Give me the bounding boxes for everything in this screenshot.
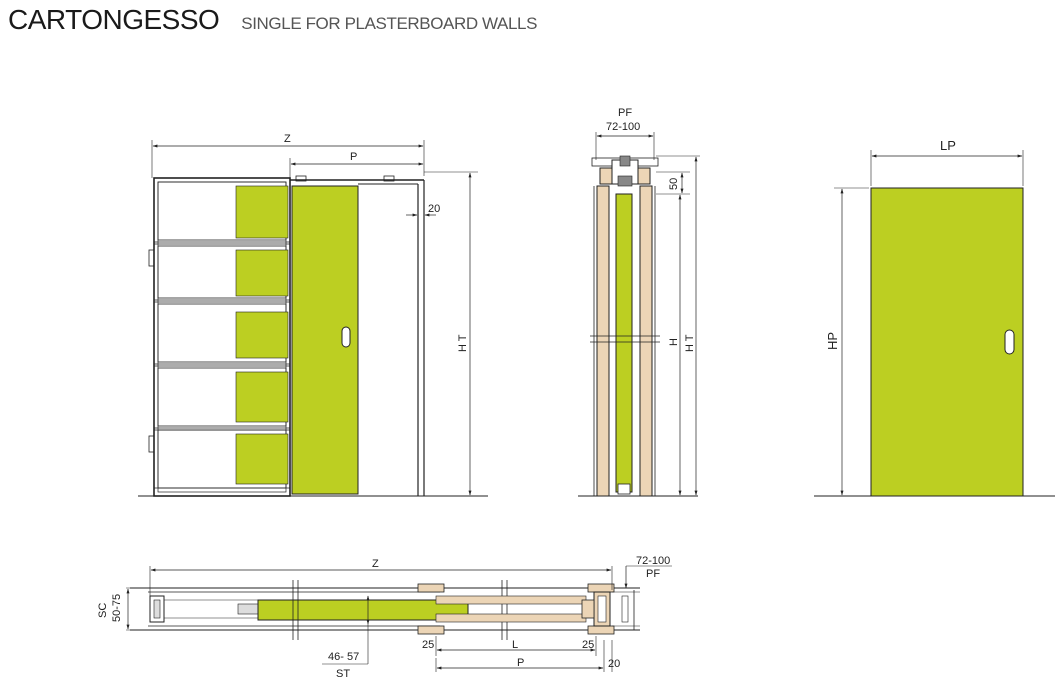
side-view bbox=[578, 132, 700, 497]
front-view bbox=[138, 140, 488, 497]
label-ht-front: H T bbox=[457, 334, 469, 352]
clip-bottom bbox=[148, 435, 155, 453]
stud-right bbox=[639, 185, 653, 497]
label-st: ST bbox=[336, 668, 350, 680]
label-p-plan: P bbox=[517, 657, 524, 669]
label-pf-plan: PF bbox=[646, 568, 660, 580]
stud-left bbox=[596, 185, 610, 497]
label-ht-side: H T bbox=[684, 334, 696, 352]
clip-top bbox=[148, 249, 155, 267]
label-l-plan: L bbox=[512, 639, 518, 651]
label-z-plan: Z bbox=[372, 558, 379, 570]
label-sc-range: 50-75 bbox=[111, 594, 123, 622]
page-title: CARTONGESSO bbox=[8, 4, 220, 35]
label-pf-side: PF bbox=[618, 107, 632, 119]
door-leaf-handle bbox=[1004, 329, 1015, 355]
label-st-range: 46- 57 bbox=[328, 651, 359, 663]
page-subtitle: SINGLE FOR PLASTERBOARD WALLS bbox=[241, 14, 538, 33]
label-z-front: Z bbox=[284, 133, 291, 145]
door-leaf-view bbox=[814, 150, 1055, 497]
label-lp: LP bbox=[940, 138, 956, 153]
cassette-panels bbox=[154, 181, 290, 489]
label-50-side: 50 bbox=[668, 178, 680, 190]
label-hp: HP bbox=[825, 332, 840, 350]
label-p-front: P bbox=[350, 151, 357, 163]
label-h-side: H bbox=[668, 338, 680, 346]
label-20-front: 20 bbox=[428, 203, 440, 215]
label-pf-range-plan: 72-100 bbox=[636, 555, 670, 567]
door-panel-plan bbox=[257, 599, 469, 621]
door-panel-side bbox=[615, 193, 633, 493]
label-20-plan: 20 bbox=[608, 658, 620, 670]
page-header: CARTONGESSO SINGLE FOR PLASTERBOARD WALL… bbox=[8, 4, 537, 36]
door-leaf bbox=[870, 187, 1024, 497]
label-25-right: 25 bbox=[582, 639, 594, 651]
label-sc: SC bbox=[97, 603, 109, 618]
plan-view bbox=[126, 565, 672, 672]
door-handle-front bbox=[341, 326, 351, 348]
label-pf-range-side: 72-100 bbox=[606, 121, 640, 133]
door-in-pocket bbox=[235, 185, 289, 485]
label-25-left: 25 bbox=[422, 639, 434, 651]
